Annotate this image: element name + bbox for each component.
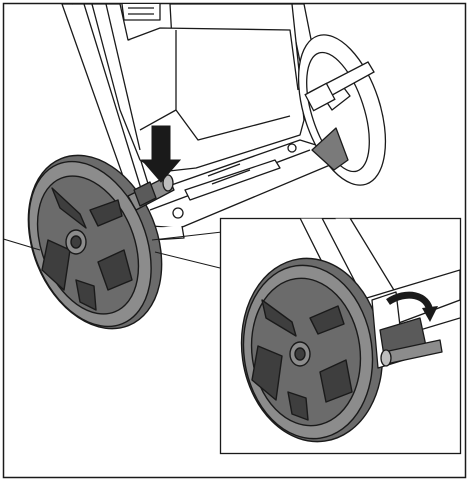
arrow-down-icon [140, 125, 182, 183]
detail-axle-pin [371, 291, 443, 369]
wheel-left [27, 154, 163, 330]
ground-line [4, 238, 41, 251]
main-view [4, 4, 387, 330]
axle-pin-left [127, 174, 175, 211]
callout-leader-lines [151, 231, 223, 269]
chassis-base [139, 139, 333, 241]
detail-inset [219, 217, 462, 455]
detail-wheel [240, 257, 384, 443]
axle-pin-right [304, 61, 375, 112]
rotate-arrow-icon [386, 291, 438, 322]
